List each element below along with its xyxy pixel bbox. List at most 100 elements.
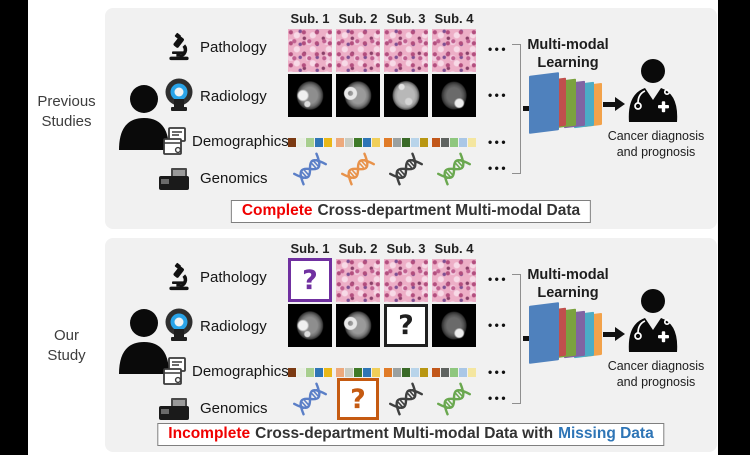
outcome-line: Cancer diagnosis xyxy=(607,359,705,373)
mri-image xyxy=(432,304,476,347)
row-label-pathology: Pathology xyxy=(200,39,267,56)
documents-icon xyxy=(160,356,190,391)
microscope-icon xyxy=(165,32,193,67)
pathology-image xyxy=(384,29,428,72)
doctor-icon xyxy=(625,288,681,359)
demographic-square xyxy=(441,138,449,147)
demographic-square xyxy=(420,138,428,147)
question-mark-missing-genomics: ? xyxy=(337,378,379,420)
grouping-bracket xyxy=(512,44,521,174)
grouping-bracket xyxy=(512,274,521,404)
caption-mid: Cross-department Multi-modal Data with xyxy=(255,425,554,442)
layer xyxy=(529,72,559,134)
outcome-line: and prognosis xyxy=(616,375,696,390)
row-label-radiology: Radiology xyxy=(200,318,267,335)
dna-icon xyxy=(384,149,428,189)
demographic-square xyxy=(468,138,476,147)
doctor-icon xyxy=(625,58,681,129)
dna-icon xyxy=(336,149,380,189)
demographics-strip xyxy=(288,138,332,147)
row-label-demographics: Demographics xyxy=(192,363,289,380)
subject-header: Sub. 3 xyxy=(386,241,426,256)
demographics-strip xyxy=(432,138,476,147)
mri-image xyxy=(336,304,380,347)
demographic-square xyxy=(459,138,467,147)
demographic-square xyxy=(450,138,458,147)
ellipsis-demographics: ••• xyxy=(487,135,509,149)
question-mark-missing-pathology: ? xyxy=(288,258,332,302)
mri-image xyxy=(336,74,380,117)
demographic-square xyxy=(393,138,401,147)
side-label-line: Previous xyxy=(37,93,96,110)
demographic-square xyxy=(411,368,419,377)
title-line: Multi-modal xyxy=(527,37,609,53)
figure-content: Previous Studies Our Study Pathology xyxy=(28,0,718,455)
ellipsis-demographics: ••• xyxy=(487,365,509,379)
demographic-square xyxy=(393,368,401,377)
demographic-square xyxy=(459,368,467,377)
demographic-square xyxy=(345,138,353,147)
ellipsis-radiology: ••• xyxy=(487,318,509,332)
pathology-image xyxy=(384,259,428,302)
pathology-image xyxy=(432,259,476,302)
mri-scanner-icon xyxy=(161,308,197,347)
demographic-square xyxy=(288,368,296,377)
learning-layer-stack xyxy=(529,302,607,368)
demographic-square xyxy=(420,368,428,377)
outcome-text: Cancer diagnosis and prognosis xyxy=(597,358,715,391)
ellipsis-genomics: ••• xyxy=(487,391,509,405)
pathology-image xyxy=(336,29,380,72)
arrow-to-clinician xyxy=(603,327,625,341)
demographics-strip xyxy=(384,368,428,377)
ellipsis-genomics: ••• xyxy=(487,161,509,175)
documents-icon xyxy=(160,126,190,161)
outcome-line: and prognosis xyxy=(616,145,696,160)
sequencer-icon xyxy=(157,166,191,197)
question-mark-missing-radiology: ? xyxy=(384,304,428,347)
mri-image xyxy=(288,304,332,347)
demographic-square xyxy=(384,368,392,377)
demographic-square xyxy=(336,368,344,377)
caption-rest: Cross-department Multi-modal Data xyxy=(317,202,581,219)
demographic-square xyxy=(372,138,380,147)
subject-header: Sub. 2 xyxy=(338,11,378,26)
demographic-square xyxy=(324,368,332,377)
title-line: Learning xyxy=(537,285,599,302)
person-icon xyxy=(117,308,171,374)
demographic-square xyxy=(345,368,353,377)
outcome-line: Cancer diagnosis xyxy=(607,129,705,143)
subject-header: Sub. 4 xyxy=(434,241,474,256)
learning-layer-stack xyxy=(529,72,607,138)
subject-header: Sub. 1 xyxy=(290,11,330,26)
demographic-square xyxy=(336,138,344,147)
multimodal-learning-title: Multi-modal Learning xyxy=(513,266,623,302)
multimodal-learning-title: Multi-modal Learning xyxy=(513,36,623,72)
demographic-square xyxy=(432,368,440,377)
dna-icon xyxy=(288,379,332,419)
demographic-square xyxy=(297,368,305,377)
demographic-square xyxy=(363,138,371,147)
row-label-pathology: Pathology xyxy=(200,269,267,286)
mri-scanner-icon xyxy=(161,78,197,117)
panel-our-study: Pathology Radiology Demographics xyxy=(105,238,717,452)
demographic-square xyxy=(354,368,362,377)
demographics-strip xyxy=(336,368,380,377)
demographic-square xyxy=(306,368,314,377)
demographic-square xyxy=(411,138,419,147)
demographic-square xyxy=(315,368,323,377)
demographic-square xyxy=(450,368,458,377)
demographics-strip xyxy=(288,368,332,377)
pathology-image xyxy=(336,259,380,302)
ellipsis-pathology: ••• xyxy=(487,42,509,56)
panel-previous-studies: Pathology Radiology Demographics xyxy=(105,8,717,229)
dna-icon xyxy=(432,149,476,189)
caption-highlight: Incomplete xyxy=(168,425,251,442)
layer xyxy=(529,302,559,364)
demographic-square xyxy=(297,138,305,147)
question-mark: ? xyxy=(302,264,318,296)
row-label-radiology: Radiology xyxy=(200,88,267,105)
demographic-square xyxy=(441,368,449,377)
demographic-square xyxy=(468,368,476,377)
